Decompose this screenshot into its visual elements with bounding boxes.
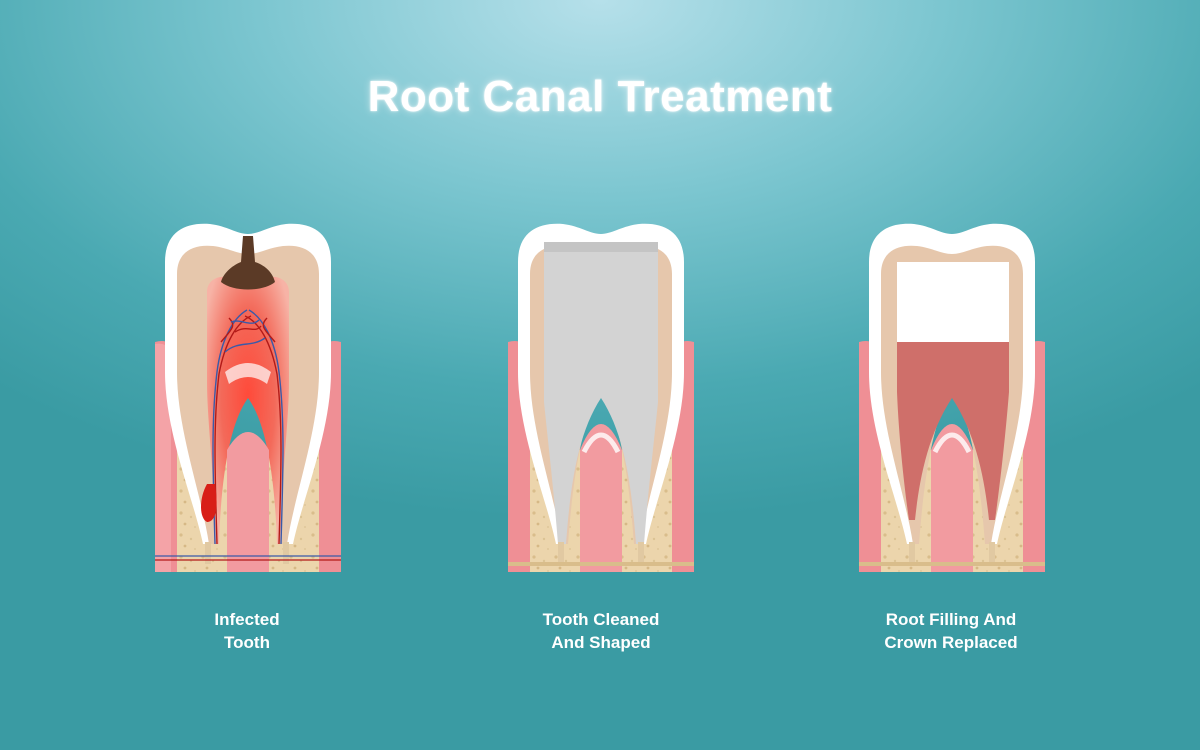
stage-caption-cleaned: Tooth Cleaned And Shaped bbox=[471, 608, 731, 654]
caption-line: Root Filling And bbox=[885, 610, 1017, 629]
caption-line: Tooth Cleaned bbox=[542, 610, 660, 629]
caption-line: Infected bbox=[214, 610, 280, 629]
diagram-title: Root Canal Treatment bbox=[367, 72, 833, 121]
caption-line: Crown Replaced bbox=[884, 633, 1018, 652]
stage-caption-infected: Infected Tooth bbox=[117, 608, 377, 654]
infected-tooth-illustration bbox=[155, 222, 341, 572]
stage-caption-filled: Root Filling And Crown Replaced bbox=[821, 608, 1081, 654]
filled-tooth-illustration bbox=[859, 222, 1045, 572]
caption-line: And Shaped bbox=[551, 633, 651, 652]
cleaned-tooth-illustration bbox=[508, 222, 694, 572]
caption-line: Tooth bbox=[224, 633, 270, 652]
